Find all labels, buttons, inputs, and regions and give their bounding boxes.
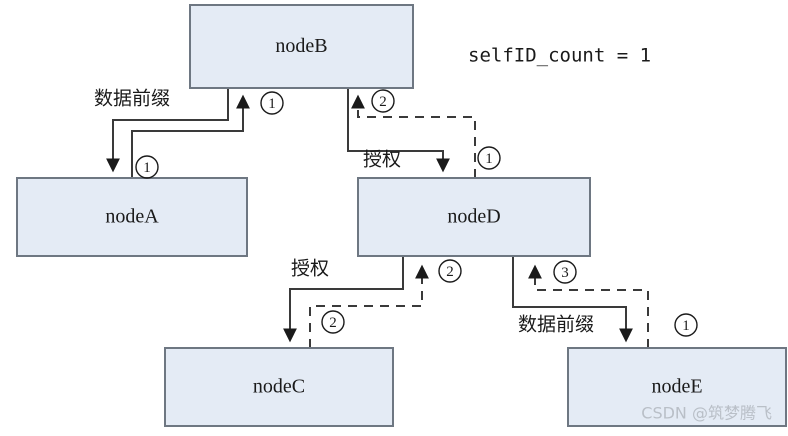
node-nodeD[interactable]: nodeD [357, 177, 591, 257]
selfid-count-annotation: selfID_count = 1 [468, 45, 651, 67]
nodes-layer: nodeB nodeA nodeD nodeC nodeE [16, 4, 787, 427]
edge-nodeD-to-nodeE [512, 256, 633, 343]
sequence-marker-number: 2 [379, 94, 387, 110]
sequence-marker-circle [371, 89, 395, 113]
sequence-marker-edge-nodeE-to-nodeD: 3 [553, 260, 577, 284]
sequence-marker-edge-nodeD-to-nodeB: 2 [371, 89, 395, 113]
sequence-marker-number: 2 [446, 264, 454, 280]
node-box-nodeA [16, 177, 248, 257]
node-label-nodeD: nodeD [447, 206, 500, 228]
sequence-marker-number: 1 [485, 151, 493, 167]
node-nodeC[interactable]: nodeC [164, 347, 394, 427]
edge-label-edge-nodeD-to-nodeC: 授权 [291, 258, 329, 280]
edge-label-edge-nodeD-to-nodeE: 数据前缀 [518, 314, 594, 336]
sequence-marker-number: 2 [329, 315, 337, 331]
node-box-nodeD [357, 177, 591, 257]
watermark: CSDN @筑梦腾飞 [641, 404, 772, 423]
edge-nodeC-to-nodeD [309, 264, 429, 348]
sequence-marker-circle [674, 313, 698, 337]
node-box-nodeE [567, 347, 787, 427]
sequence-marker-circle [553, 260, 577, 284]
sequence-marker-number: 1 [268, 96, 276, 112]
node-nodeA[interactable]: nodeA [16, 177, 248, 257]
edges-layer [106, 88, 649, 348]
node-nodeE[interactable]: nodeE [567, 347, 787, 427]
edge-nodeD-to-nodeB [351, 94, 476, 178]
sequence-marker-edge-nodeA-to-nodeB: 1 [260, 91, 284, 115]
sequence-marker-circle [438, 259, 462, 283]
sequence-marker-circle [260, 91, 284, 115]
sequence-marker-circle [477, 146, 501, 170]
sequence-marker-circle [321, 310, 345, 334]
edge-nodeB-to-nodeA [106, 88, 229, 173]
node-box-nodeC [164, 347, 394, 427]
sequence-marker-edge-nodeB-to-nodeA: 1 [135, 155, 159, 179]
node-label-nodeC: nodeC [253, 376, 305, 398]
edge-nodeE-to-nodeD [528, 264, 649, 348]
sequence-markers-layer: 1 1 1 2 2 2 1 3 [135, 89, 698, 337]
node-label-nodeA: nodeA [105, 206, 159, 228]
node-label-nodeB: nodeB [275, 35, 327, 57]
sequence-marker-edge-nodeC-to-nodeD: 2 [438, 259, 462, 283]
edge-label-edge-nodeB-to-nodeA: 数据前缀 [94, 88, 170, 110]
edge-nodeB-to-nodeD [347, 88, 450, 173]
node-label-nodeE: nodeE [651, 376, 702, 398]
edge-label-edge-nodeB-to-nodeD: 授权 [363, 149, 401, 171]
node-nodeB[interactable]: nodeB [189, 4, 414, 89]
sequence-marker-number: 1 [682, 318, 690, 334]
sequence-marker-circle [135, 155, 159, 179]
sequence-marker-number: 3 [561, 265, 569, 281]
sequence-marker-edge-nodeD-to-nodeC: 2 [321, 310, 345, 334]
edge-nodeA-to-nodeB [131, 94, 250, 178]
sequence-marker-edge-nodeB-to-nodeD: 1 [477, 146, 501, 170]
sequence-marker-number: 1 [143, 160, 151, 176]
edge-nodeD-to-nodeC [283, 256, 404, 343]
sequence-marker-edge-nodeD-to-nodeE: 1 [674, 313, 698, 337]
node-box-nodeB [189, 4, 414, 89]
